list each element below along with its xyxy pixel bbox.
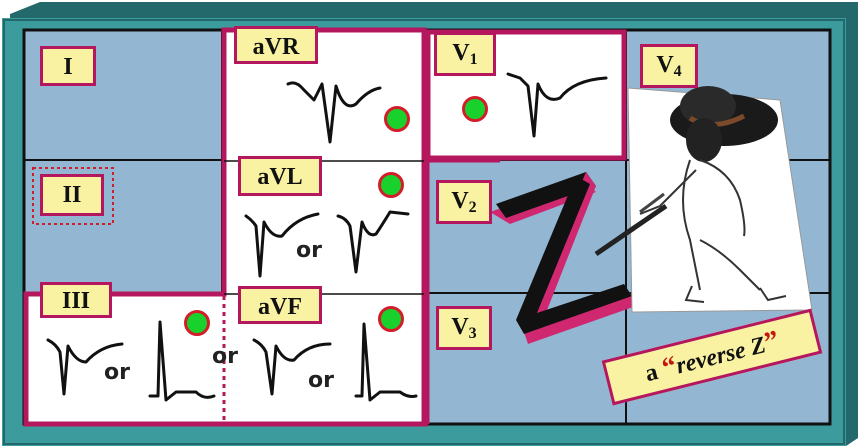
lead-label-ii-text: II: [62, 182, 82, 208]
lead-label-v3-sub: 3: [468, 325, 477, 342]
lead-label-iii-text: III: [61, 288, 91, 314]
lead-label-avr-text: aVR: [252, 34, 300, 60]
lead-label-v3: V3: [436, 306, 492, 350]
avl-waveform-b: [336, 210, 410, 274]
lead-label-v2-sub: 2: [468, 199, 477, 216]
iii-or-label: or: [104, 360, 130, 385]
lead-label-avr: aVR: [234, 26, 318, 64]
iii-avf-or-label: or: [212, 344, 238, 369]
lead-label-v2-letter: V: [451, 188, 469, 214]
lead-label-avl-text: aVL: [257, 164, 303, 190]
lead-label-v3-letter: V: [451, 314, 469, 340]
lead-label-v1-letter: V: [452, 40, 470, 66]
avr-waveform: [286, 81, 382, 144]
avl-or-label: or: [296, 238, 322, 263]
lead-label-v4: V4: [640, 44, 698, 88]
lead-label-i-text: I: [63, 54, 73, 80]
avf-waveform-b: [354, 322, 418, 402]
avf-or-label: or: [308, 368, 334, 393]
lead-label-avf: aVF: [238, 286, 322, 324]
lead-label-v1-sub: 1: [469, 51, 478, 68]
lead-label-ii: II: [40, 174, 104, 216]
green-dot-marker: [184, 310, 210, 336]
lead-label-v4-sub: 4: [673, 63, 682, 80]
green-dot-marker: [462, 96, 488, 122]
v1-waveform: [506, 72, 608, 138]
iii-waveform-a: [46, 338, 124, 396]
lead-label-v2: V2: [436, 180, 492, 224]
fencer-illustration: [594, 86, 813, 313]
avl-waveform-a: [244, 212, 320, 278]
iii-waveform-b: [148, 320, 216, 402]
green-dot-marker: [378, 306, 404, 332]
lead-label-avf-text: aVF: [258, 294, 302, 320]
lead-label-v4-letter: V: [656, 52, 674, 78]
green-dot-marker: [384, 106, 410, 132]
lead-label-avl: aVL: [238, 156, 322, 196]
lead-label-i: I: [40, 46, 96, 86]
green-dot-marker: [378, 172, 404, 198]
lead-label-iii: III: [40, 282, 112, 318]
reverse-z-shape: [490, 172, 636, 344]
avf-waveform-a: [252, 338, 332, 396]
lead-label-v1: V1: [434, 32, 496, 76]
lead-ii-focus-box: [32, 167, 114, 225]
